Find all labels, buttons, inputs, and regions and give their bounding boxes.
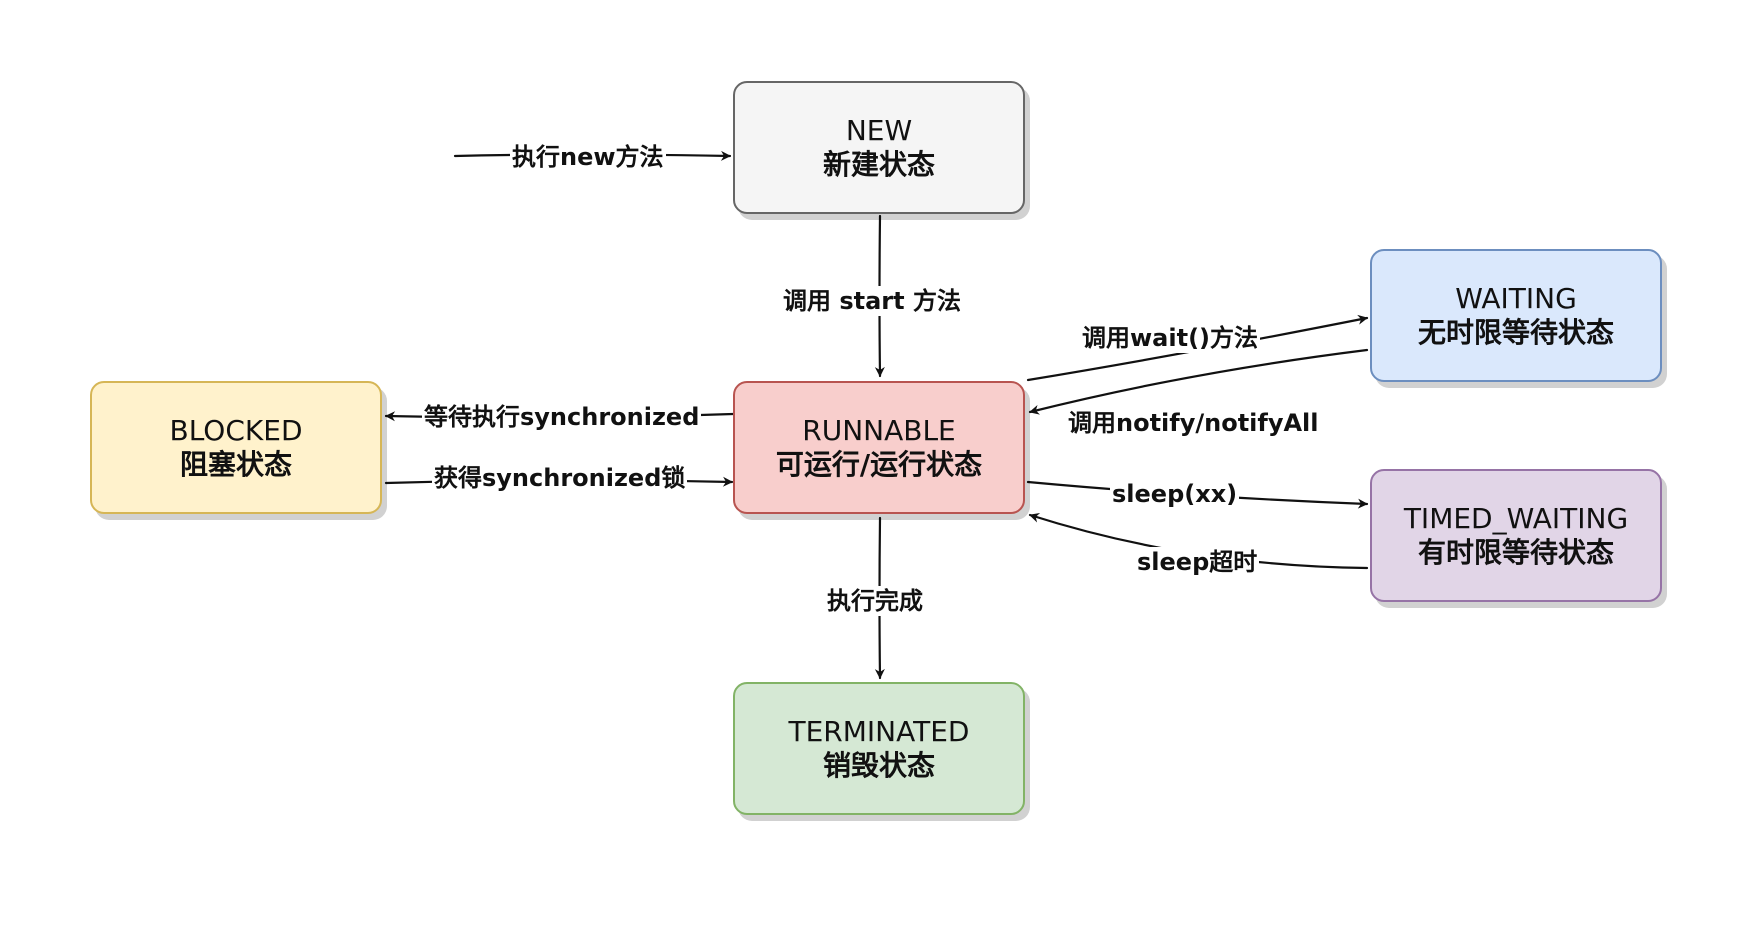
state-timed-waiting-zh: 有时限等待状态: [1417, 535, 1614, 569]
label-sleep-timeout: sleep超时: [1135, 547, 1260, 577]
label-exec-new: 执行new方法: [510, 142, 666, 172]
state-new-zh: 新建状态: [822, 147, 935, 181]
state-waiting-zh: 无时限等待状态: [1417, 315, 1614, 349]
state-timed-waiting: TIMED_WAITING 有时限等待状态: [1370, 469, 1662, 602]
label-notify: 调用notify/notifyAll: [1066, 408, 1321, 438]
state-timed-waiting-en: TIMED_WAITING: [1403, 501, 1629, 535]
label-call-wait: 调用wait()方法: [1080, 323, 1261, 353]
arrow-notify: [1028, 348, 1369, 415]
state-terminated: TERMINATED 销毁状态: [733, 682, 1025, 815]
state-blocked: BLOCKED 阻塞状态: [90, 381, 382, 514]
label-wait-sync: 等待执行synchronized: [422, 402, 702, 432]
state-new-en: NEW: [845, 113, 913, 147]
state-waiting: WAITING 无时限等待状态: [1370, 249, 1662, 382]
label-call-start: 调用 start 方法: [781, 286, 963, 316]
label-get-sync: 获得synchronized锁: [432, 463, 688, 493]
state-runnable-en: RUNNABLE: [802, 413, 956, 447]
state-terminated-zh: 销毁状态: [822, 748, 935, 782]
state-blocked-en: BLOCKED: [169, 413, 303, 447]
state-runnable-zh: 可运行/运行状态: [775, 447, 983, 481]
state-new: NEW 新建状态: [733, 81, 1025, 214]
state-waiting-en: WAITING: [1455, 281, 1577, 315]
label-sleep: sleep(xx): [1110, 479, 1240, 509]
label-exec-done: 执行完成: [825, 586, 925, 616]
state-blocked-zh: 阻塞状态: [179, 447, 292, 481]
state-terminated-en: TERMINATED: [788, 714, 970, 748]
state-runnable: RUNNABLE 可运行/运行状态: [733, 381, 1025, 514]
